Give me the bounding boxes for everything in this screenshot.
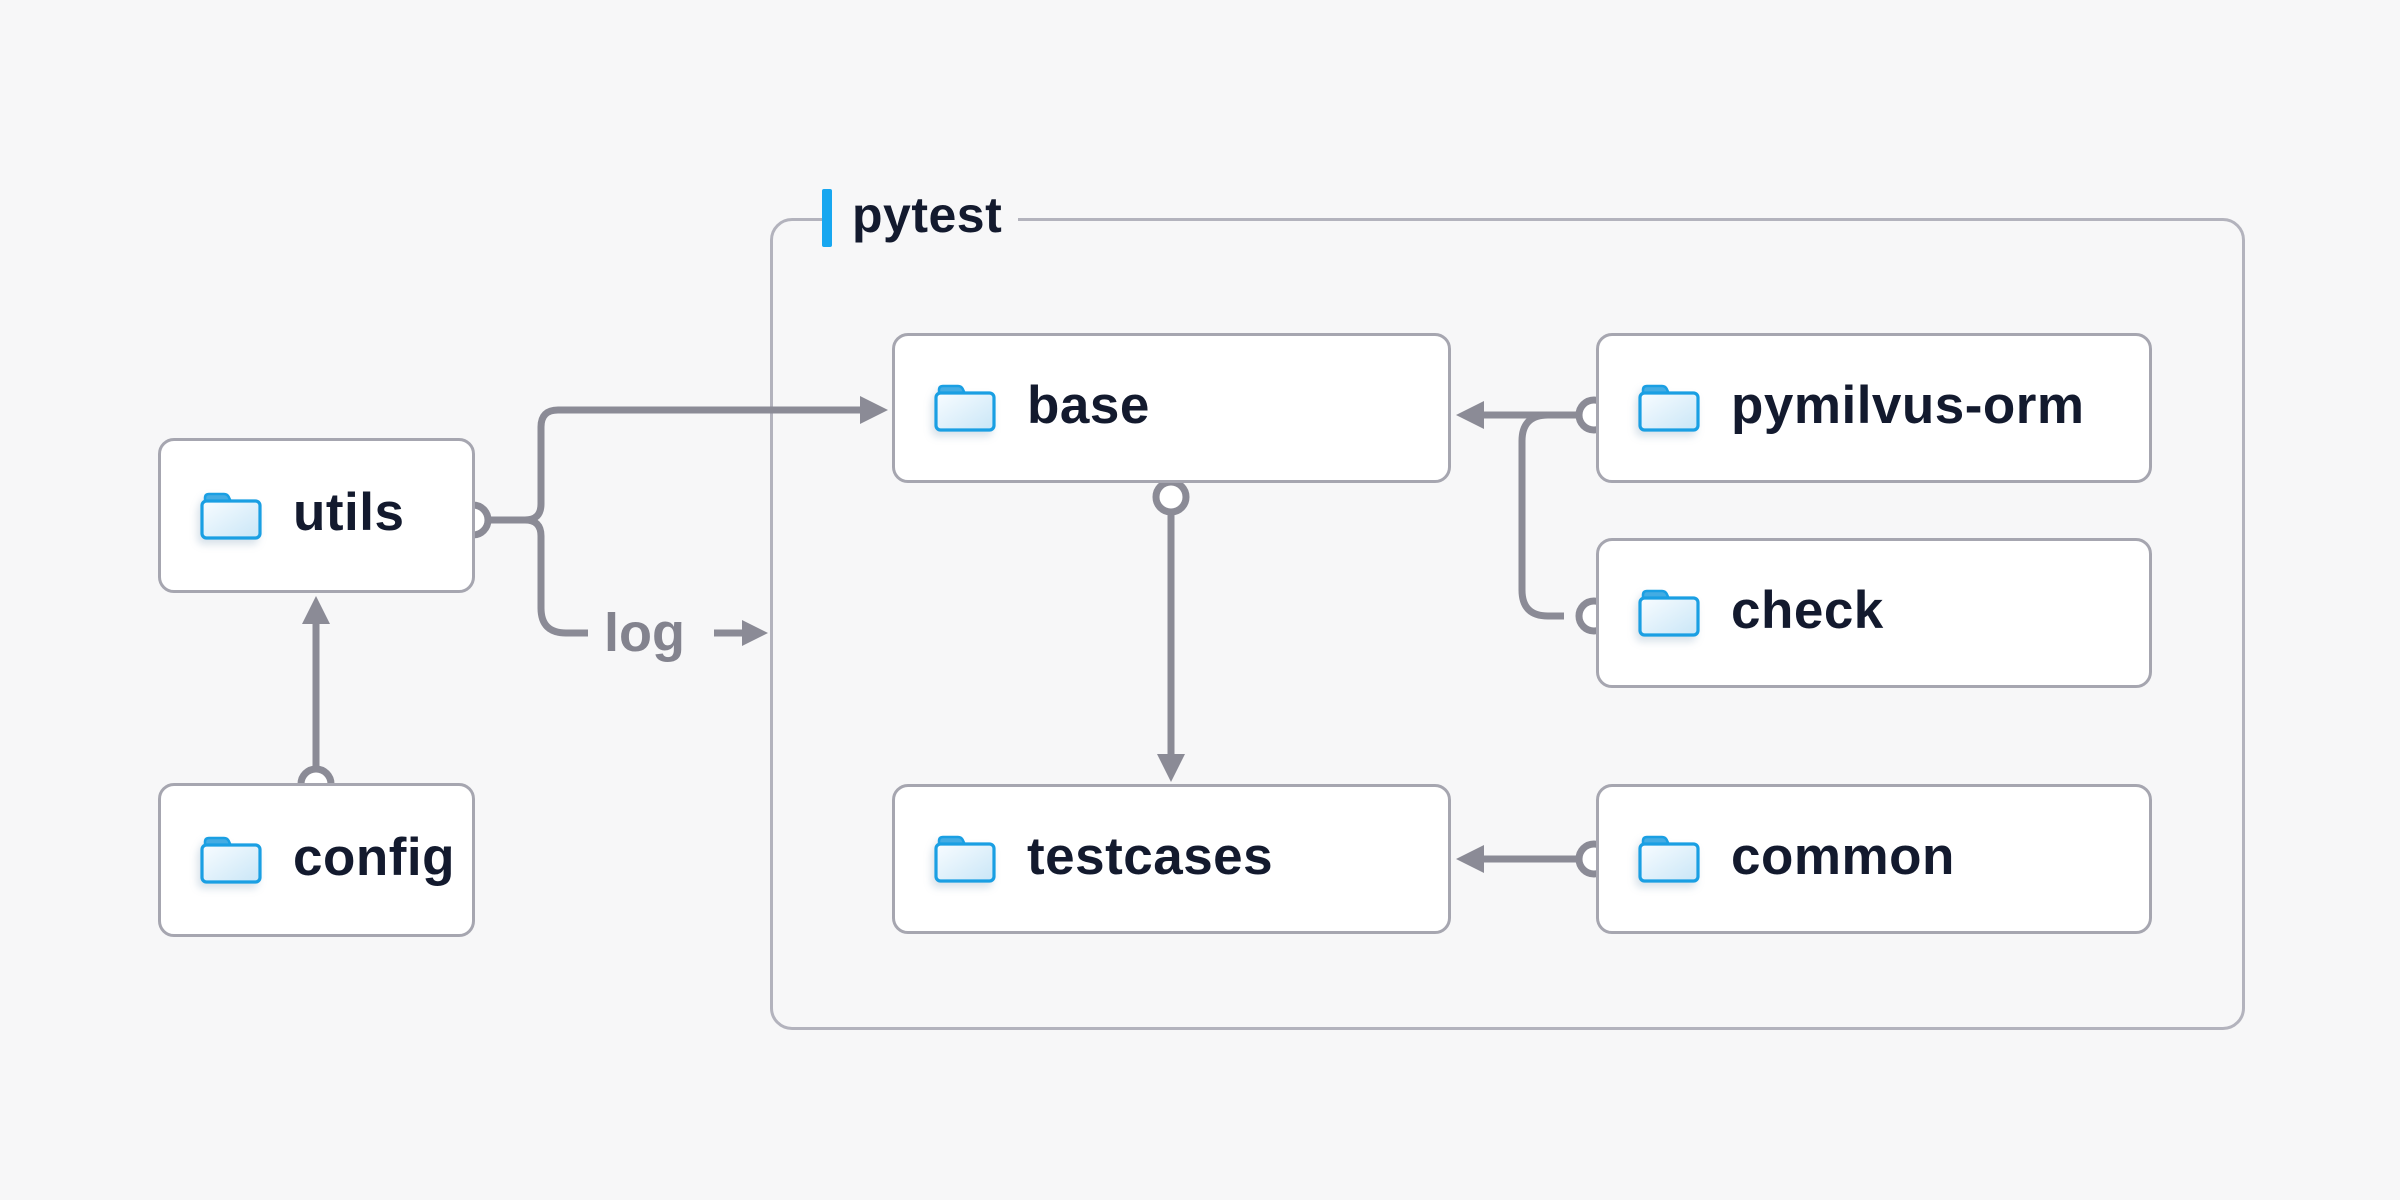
node-testcases: testcases [892, 784, 1451, 934]
node-config: config [158, 783, 475, 937]
edge-common-testcases [1456, 840, 1613, 878]
folder-icon [200, 836, 262, 884]
node-label: base [1027, 375, 1150, 435]
edge-base-testcases [1152, 478, 1190, 782]
node-label: utils [293, 483, 405, 542]
folder-icon [1638, 384, 1700, 432]
folder-icon [934, 835, 996, 883]
edge-config-utils [297, 596, 335, 803]
pytest-group-container [770, 218, 2245, 1030]
node-check: check [1596, 538, 2152, 688]
edge-utils-base-and-log [454, 396, 888, 646]
folder-icon [200, 492, 262, 540]
node-label: testcases [1027, 826, 1274, 886]
node-pymilvus-orm: pymilvus-orm [1596, 333, 2152, 483]
node-label: check [1731, 580, 1884, 640]
node-base: base [892, 333, 1451, 483]
edge-label-log: log [604, 603, 685, 663]
node-common: common [1596, 784, 2152, 934]
node-utils: utils [158, 438, 475, 593]
folder-icon [1638, 589, 1700, 637]
node-label: config [293, 827, 455, 887]
group-title: pytest [852, 187, 1003, 243]
folder-icon [934, 384, 996, 432]
node-label: pymilvus-orm [1731, 375, 2085, 435]
pytest-group-label: pytest [822, 187, 1019, 248]
folder-icon [1638, 835, 1700, 883]
edge-pymilvus-check-base [1456, 396, 1613, 635]
node-label: common [1731, 826, 1955, 886]
accent-bar [822, 189, 832, 247]
